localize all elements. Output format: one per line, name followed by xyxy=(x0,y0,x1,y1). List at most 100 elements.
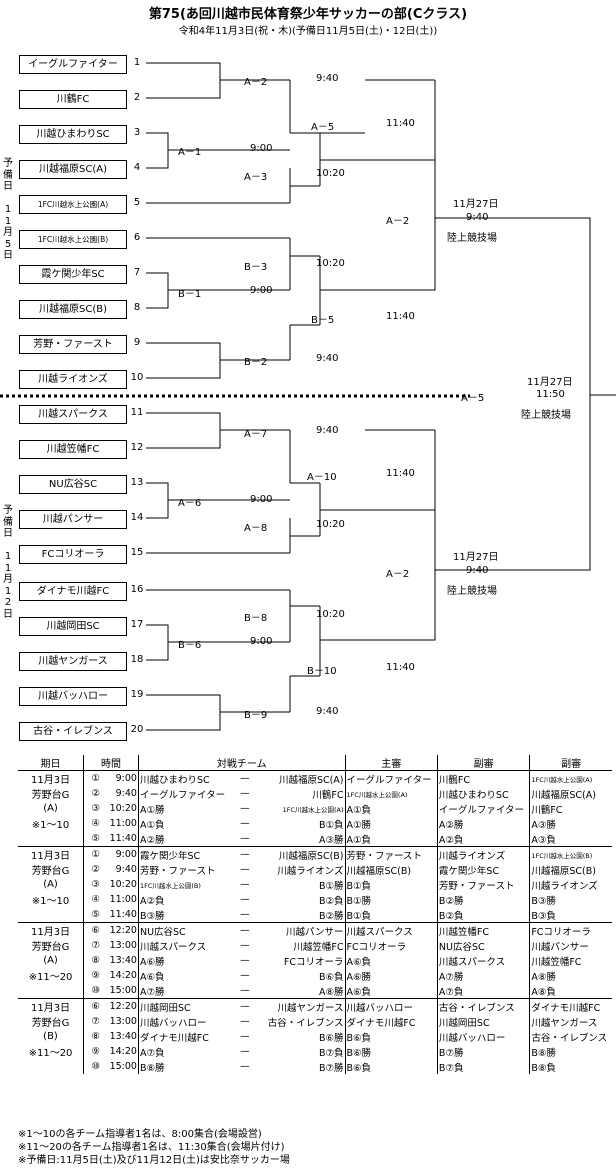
match-label: A－10 xyxy=(307,472,337,483)
table-cell: 川鶴FC xyxy=(437,770,531,786)
match-label: A－2 xyxy=(386,569,410,580)
team-box: 川鶴FC xyxy=(19,90,127,109)
notes: ※1～10の各チーム指導者1名は、8:00集合(会場設営) ※11～20の各チー… xyxy=(18,1128,290,1167)
table-cell: 川越岡田SC xyxy=(138,998,234,1014)
match-label: B－9 xyxy=(244,710,268,721)
reserve-day-char: 月 xyxy=(3,227,13,238)
team-box: 川越ひまわりSC xyxy=(19,125,127,144)
semi-date: 11月27日 xyxy=(453,552,499,563)
table-cell: ⑨ xyxy=(91,1046,100,1057)
table-cell: ③ xyxy=(91,879,100,890)
match-time: 9:40 xyxy=(316,353,339,364)
team-number: 12 xyxy=(130,442,144,453)
table-cell: — xyxy=(233,998,257,1014)
table-cell: 川越福原SC(B) xyxy=(531,865,596,877)
table-cell: ⑤ xyxy=(91,833,100,844)
team-box: 川越パンサー xyxy=(19,510,127,529)
table-cell: 川越パンサー xyxy=(256,922,346,938)
day-cell: ※1～10 xyxy=(18,816,85,831)
table-cell: 川越ひまわりSC xyxy=(437,786,531,801)
match-time: 11:40 xyxy=(386,311,415,322)
table-cell: 9:00 xyxy=(107,770,139,786)
table-cell: 9:40 xyxy=(107,862,139,877)
reserve-day-char: 日 xyxy=(3,608,13,620)
match-time: 10:20 xyxy=(316,519,345,530)
match-label: A－1 xyxy=(178,147,202,158)
day-cell: (A) xyxy=(18,801,85,816)
table-cell: ダイナモ川越FC xyxy=(345,1014,438,1029)
table-cell: A①負 xyxy=(345,831,438,847)
table-cell: B⑦勝 xyxy=(256,1059,346,1074)
table-cell: B②負 xyxy=(437,907,531,923)
table-cell: — xyxy=(240,909,250,920)
team-number: 17 xyxy=(130,619,144,630)
table-cell: 川越ヤンガース xyxy=(531,1017,598,1029)
table-cell: 13:40 xyxy=(107,953,139,968)
team-number: 8 xyxy=(133,302,141,313)
table-cell: 川越スパークス xyxy=(139,941,207,953)
table-cell: ② xyxy=(91,788,100,799)
table-cell: 古谷・イレブンス xyxy=(256,1014,346,1029)
table-cell: B⑦勝 xyxy=(437,1044,531,1059)
table-cell: — xyxy=(240,818,250,829)
table-cell: 15:00 xyxy=(107,1059,139,1074)
day-cell: (B) xyxy=(18,1029,85,1044)
team-number: 15 xyxy=(130,547,144,558)
table-cell: B⑥勝 xyxy=(345,1044,438,1059)
semi-date: 11月27日 xyxy=(453,199,499,210)
table-cell: 芳野・ファースト xyxy=(139,865,216,877)
col-header: 対戦チーム xyxy=(138,755,346,771)
day-cell: 芳野台G xyxy=(18,938,85,953)
col-header: 副審 xyxy=(437,755,531,771)
table-cell: A①勝 xyxy=(345,816,438,831)
table-cell: A⑥負 xyxy=(139,971,165,983)
match-label: B－10 xyxy=(307,666,337,677)
table-cell: 川越岡田SC xyxy=(437,1014,531,1029)
table-cell: B⑥負 xyxy=(345,1029,438,1044)
table-cell: イーグルファイター xyxy=(345,770,438,786)
col-header: 主審 xyxy=(345,755,438,771)
reserve-day-char: 予 xyxy=(3,158,13,169)
table-cell: 川鶴FC xyxy=(531,804,563,816)
table-cell: — xyxy=(233,922,257,938)
match-time: 10:20 xyxy=(316,609,345,620)
table-cell: ダイナモ川越FC xyxy=(139,1032,209,1044)
match-label: B－1 xyxy=(178,289,202,300)
team-number: 7 xyxy=(133,267,141,278)
table-cell: ⑦ xyxy=(91,940,100,951)
table-cell: 10:20 xyxy=(107,877,139,892)
table-cell: 川越ひまわりSC xyxy=(138,770,234,786)
table-cell: NU広谷SC xyxy=(138,922,234,938)
reserve-day-char xyxy=(2,193,14,205)
team-number: 18 xyxy=(130,654,144,665)
table-cell: — xyxy=(240,894,250,905)
table-cell: A①負 xyxy=(139,819,165,831)
reserve-day-char: 備 xyxy=(3,516,13,528)
table-cell: B⑦負 xyxy=(256,1044,346,1059)
table-cell: B①負 xyxy=(345,877,438,892)
match-time: 9:40 xyxy=(316,425,339,436)
team-number: 14 xyxy=(130,512,144,523)
table-cell: B⑦負 xyxy=(437,1059,531,1074)
table-cell: — xyxy=(240,803,250,814)
table-cell: 芳野・ファースト xyxy=(437,877,531,892)
table-cell: 川越福原SC(B) xyxy=(256,846,346,862)
reserve-day-char: 1 xyxy=(4,562,12,574)
reserve-day-char: 日 xyxy=(3,181,13,192)
table-cell: 13:00 xyxy=(107,1014,139,1029)
table-cell: — xyxy=(240,833,250,844)
reserve-day-char: 予 xyxy=(3,505,13,516)
table-cell: — xyxy=(240,940,250,951)
match-time: 9:00 xyxy=(250,494,273,505)
table-cell: 川越バッハロー xyxy=(437,1029,531,1044)
table-cell: B①負 xyxy=(256,816,346,831)
table-cell: FCコリオーラ xyxy=(256,953,346,968)
